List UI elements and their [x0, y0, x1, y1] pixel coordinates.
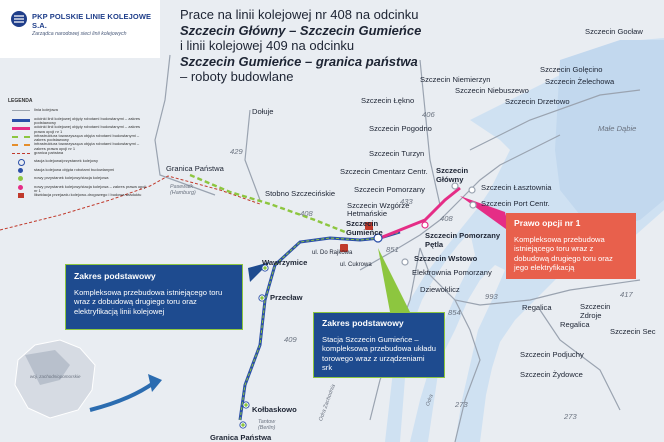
crossing-markers: [340, 222, 373, 252]
place-label: Szczecin Niebuszewo: [455, 86, 529, 95]
place-label: Szczecin Podjuchy: [520, 350, 584, 359]
place-label: Granica Państwa: [210, 433, 272, 442]
place-label: Regalica: [560, 320, 590, 329]
place-label: Dołuje: [252, 107, 274, 116]
callout-heading: Zakres podstawowy: [74, 271, 156, 281]
legend-title: LEGENDA: [8, 98, 33, 104]
inset-label: woj. zachodniopomorskie: [30, 374, 81, 379]
place-label: Szczecin Łasztownia: [481, 183, 552, 192]
place-label: Małe Dąbie: [598, 124, 637, 133]
place-label: Wawrzymice: [262, 258, 308, 267]
place-label: Szczecin Cmentarz Centr.: [340, 167, 428, 176]
callout-basic-left: Zakres podstawowy Kompleksowa przebudowa…: [65, 264, 243, 330]
place-label: Szczecin Niemierzyn: [420, 75, 491, 84]
logo-panel: PKP POLSKIE LINIE KOLEJOWE S.A. Zarządca…: [0, 0, 160, 58]
line-number: 406: [422, 110, 435, 119]
title-line-5: – roboty budowlane: [180, 69, 294, 85]
place-label: Szczecin Żydowce: [520, 370, 583, 379]
place-label: Szczecin Port Centr.: [481, 199, 550, 208]
line-number: 433: [400, 197, 413, 206]
new-stations: [240, 265, 268, 428]
line-number: 273: [455, 400, 468, 409]
place-label: Szczecin Turzyn: [369, 149, 425, 158]
place-label: Szczecin Wstowo: [414, 254, 478, 263]
place-label: Szczecin Sec: [610, 327, 656, 336]
place-label: Szczecin Łękno: [361, 96, 415, 105]
line-number: 993: [485, 292, 498, 301]
legend-item: nowy przystanek kolejowy/stacja kolejowa…: [8, 184, 148, 194]
legend-item: stacja kolejowa objęta robotami budowlan…: [8, 167, 148, 177]
logo-title: PKP POLSKIE LINIE KOLEJOWE S.A.: [32, 12, 152, 30]
place-label: Regalica: [522, 303, 552, 312]
place-label: Dziewoklicz: [420, 285, 460, 294]
place-label: Szczecin Pomorzany Pętla: [425, 231, 501, 249]
title-line-3: i linii kolejowej 409 na odcinku: [180, 38, 355, 54]
page-title: Prace na linii kolejowej nr 408 na odcin…: [180, 7, 470, 85]
legend-item: stacja kolejowa/przystanek kolejowy: [8, 158, 148, 168]
place-label: Szczecin Pogodno: [369, 124, 432, 133]
legend-item: infrastruktura towarzysząca objęta robot…: [8, 141, 148, 151]
place-label: Szczecin Wzgórze Hetmańskie: [347, 201, 410, 218]
legend-item: infrastruktura towarzysząca objęta robot…: [8, 133, 148, 143]
inset-map: [14, 339, 162, 419]
line-number: 417: [620, 290, 633, 299]
line-number: 409: [284, 335, 297, 344]
street-label: ul. Do Rajkowa: [312, 250, 353, 256]
legend-item: likwidacja przejazdu kolejowo-drogowego …: [8, 192, 148, 202]
title-line-2: Szczecin Główny – Szczecin Gumieńce: [180, 22, 422, 38]
place-label: Szczecin Gumieńce: [346, 219, 383, 237]
title-line-1: Prace na linii kolejowej nr 408 na odcin…: [180, 7, 419, 22]
legend: LEGENDA linia kolejowa odcinki linii kol…: [8, 98, 148, 202]
place-label: Pasewalk (Hamburg): [170, 184, 196, 196]
place-label: Kołbaskowo: [252, 405, 297, 414]
legend-item: odcinki linii kolejowej objęty robotami …: [8, 124, 148, 134]
lake-dabie: [555, 40, 664, 230]
place-label: Granica Państwa: [166, 164, 224, 173]
place-label: Szczecin Zdroje: [580, 302, 611, 320]
line-number: 273: [564, 412, 577, 421]
title-line-4: Szczecin Gumieńce – granica państwa: [180, 53, 418, 69]
infra-basic-line: [189, 173, 346, 234]
scope-option-line: [379, 186, 461, 240]
legend-item: odcinki linii kolejowej objęty robotami …: [8, 116, 148, 126]
line-number: 408: [440, 214, 453, 223]
legend-item: linia kolejowa: [8, 107, 148, 117]
state-border: [0, 175, 261, 231]
callout-heading: Prawo opcji nr 1: [514, 218, 581, 228]
street-label: ul. Cukrowa: [340, 262, 372, 268]
legend-item: nowy przystanek kolejowy/stacja kolejowa: [8, 175, 148, 185]
callout-option-right: Prawo opcji nr 1 Kompleksowa przebudowa …: [506, 213, 636, 279]
place-label: Stobno Szczecińskie: [265, 189, 336, 198]
place-label: Szczecin Główny: [436, 166, 469, 184]
logo-subtitle: Zarządca narodowej sieci linii kolejowyc…: [32, 31, 127, 37]
plk-logo-icon: [11, 11, 27, 27]
callout-body: Kompleksowa przebudowa istniejącego toru…: [74, 287, 223, 316]
line-number: 408: [300, 209, 313, 218]
line-number: 851: [386, 245, 399, 254]
place-label: Szczecin Pomorzany: [354, 185, 425, 194]
callout-basic-bottom: Zakres podstawowy Stacja Szczecin Gumień…: [313, 312, 445, 378]
place-label: Tantow (Berlin): [258, 419, 276, 431]
place-label: Szczecin Gocław: [585, 27, 643, 36]
place-label: Szczecin Żelechowa: [545, 77, 615, 86]
place-label: Przecław: [270, 293, 303, 302]
bottom-pointer: [378, 248, 410, 312]
place-label: Elektrownia Pomorzany: [412, 268, 492, 277]
callout-heading: Zakres podstawowy: [322, 318, 404, 328]
callout-body: Kompleksowa przebudowa istniejącego toru…: [514, 234, 613, 273]
place-label: Szczecin Drzetowo: [505, 97, 570, 106]
railway-lines: [154, 54, 641, 442]
place-label: Szczecin Golęcino: [540, 65, 603, 74]
legend-item: granica państwa: [8, 150, 148, 160]
line-number: 854: [448, 308, 461, 317]
callout-body: Stacja Szczecin Gumieńce – kompleksowa p…: [322, 334, 436, 373]
line-number: 429: [230, 147, 243, 156]
